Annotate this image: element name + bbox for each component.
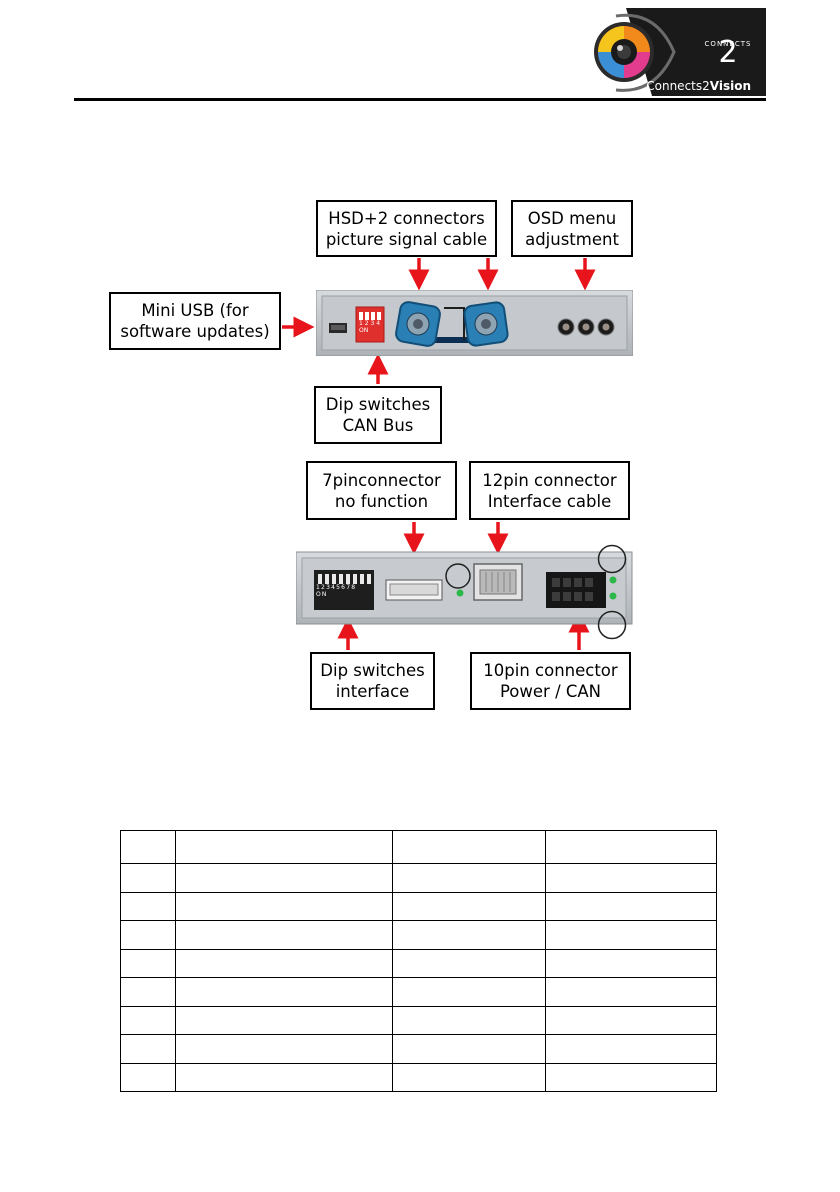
table-row [120, 1062, 717, 1092]
table-cell [545, 891, 717, 921]
osd-buttons [557, 318, 615, 336]
table-cell [392, 830, 546, 864]
callout-10pin-connector: 10pin connector Power / CAN [470, 652, 631, 710]
dip-switch-interface [314, 570, 374, 610]
table-cell [545, 1005, 717, 1035]
table-cell [120, 1005, 176, 1035]
table-cell [392, 863, 546, 893]
pin-assignment-table [120, 830, 717, 1092]
table-row [120, 1005, 717, 1035]
arrow-layer [282, 258, 596, 650]
hsd-connector-left [395, 301, 441, 347]
highlight-circles [597, 544, 627, 640]
table-cell [545, 977, 717, 1007]
side-led-top [609, 576, 617, 584]
table-cell [120, 863, 176, 893]
table-row [120, 830, 717, 864]
table-cell [545, 920, 717, 950]
dip-switch-can-bus [355, 306, 385, 343]
callout-osd-menu: OSD menu adjustment [511, 200, 633, 257]
table-cell [120, 920, 176, 950]
logo-connects-text: CONNECTS [705, 40, 752, 48]
top-device-panel [316, 290, 633, 356]
callout-7pin-connector: 7pinconnector no function [306, 461, 457, 520]
table-cell [175, 1034, 393, 1064]
table-row [120, 1034, 717, 1064]
table-cell [392, 1062, 546, 1092]
table-row [120, 891, 717, 921]
table-cell [175, 1005, 393, 1035]
table-cell [545, 1034, 717, 1064]
table-row [120, 948, 717, 978]
table-cell [392, 891, 546, 921]
table-cell [392, 920, 546, 950]
logo-wordmark: Connects2Vision [646, 79, 751, 93]
table-cell [175, 830, 393, 864]
table-cell [545, 1062, 717, 1092]
table-row [120, 920, 717, 950]
table-cell [175, 1062, 393, 1092]
table-row [120, 977, 717, 1007]
table-cell [392, 1034, 546, 1064]
callout-12pin-connector: 12pin connector Interface cable [469, 461, 630, 520]
10pin-connector [546, 572, 606, 608]
table-row [120, 863, 717, 893]
table-cell [120, 977, 176, 1007]
table-cell [545, 863, 717, 893]
7pin-connector [385, 579, 443, 601]
callout-dip-interface: Dip switches interface [310, 652, 435, 710]
table-cell [545, 830, 717, 864]
callout-mini-usb: Mini USB (for software updates) [109, 292, 281, 350]
callout-dip-can-bus: Dip switches CAN Bus [314, 386, 442, 444]
table-cell [175, 891, 393, 921]
table-cell [120, 891, 176, 921]
table-cell [120, 948, 176, 978]
status-led [456, 589, 464, 597]
table-cell [175, 977, 393, 1007]
table-cell [392, 1005, 546, 1035]
table-cell [175, 920, 393, 950]
table-cell [120, 1062, 176, 1092]
side-led-bottom [609, 592, 617, 600]
12pin-connector [473, 563, 523, 601]
bottom-device-panel [296, 551, 633, 625]
table-cell [175, 863, 393, 893]
table-cell [120, 1034, 176, 1064]
connects2vision-logo: 2 CONNECTS Connects2Vision [586, 8, 766, 96]
table-cell [392, 977, 546, 1007]
header-rule [74, 98, 766, 101]
logo-numeral: 2 [718, 35, 737, 70]
table-cell [392, 948, 546, 978]
table-cell [120, 830, 176, 864]
table-cell [545, 948, 717, 978]
callout-hsd-connectors: HSD+2 connectors picture signal cable [316, 200, 497, 257]
hsd-connector-right [463, 301, 509, 347]
table-cell [175, 948, 393, 978]
